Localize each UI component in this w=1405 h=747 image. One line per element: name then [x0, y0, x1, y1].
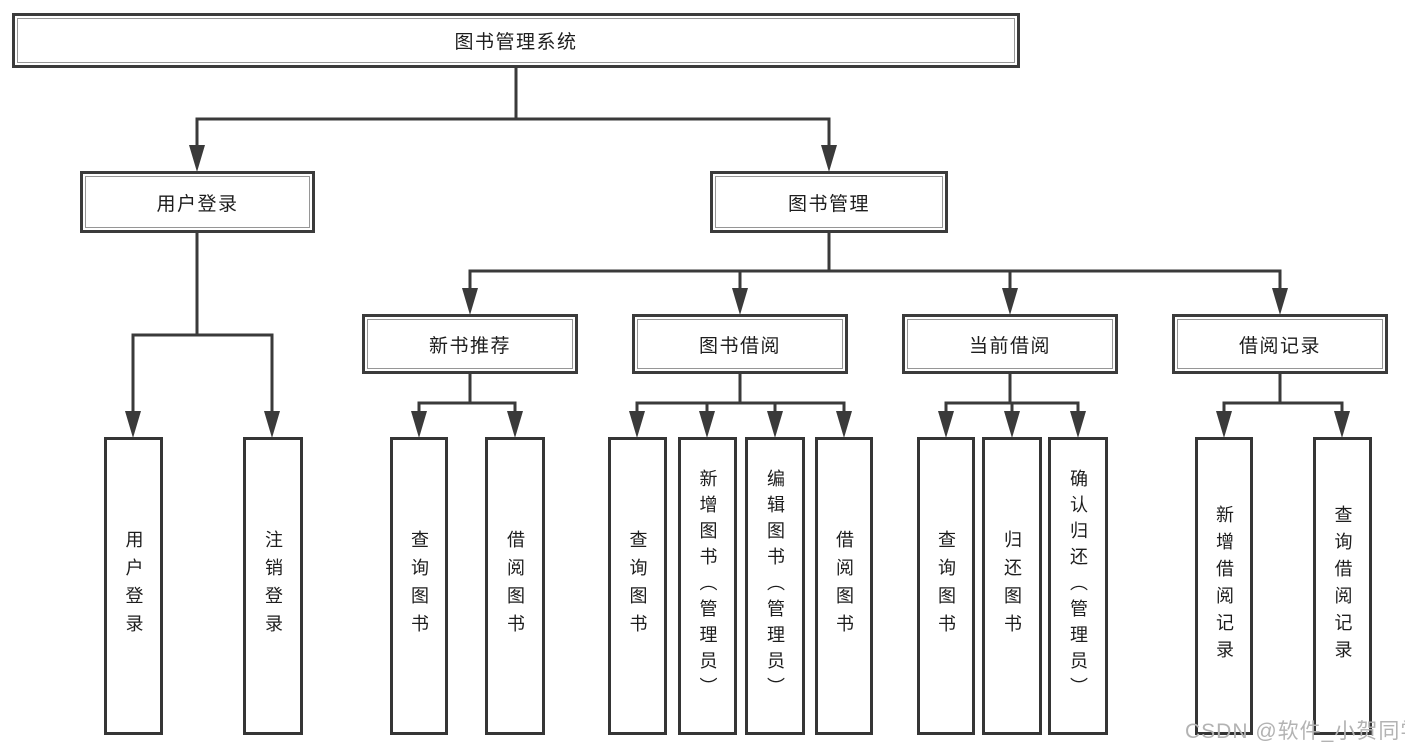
- watermark: CSDN @软件_小贺同学: [1185, 720, 1405, 743]
- node-borrow-records: 借阅记录: [1172, 314, 1388, 374]
- node-new-book-recommend: 新书推荐: [362, 314, 578, 374]
- leaf-br-query-record: 查询借阅记录: [1313, 437, 1372, 735]
- leaf-cb-return-books: 归还图书: [982, 437, 1042, 735]
- node-user-login: 用户登录: [80, 171, 315, 233]
- leaf-user-login: 用户登录: [104, 437, 163, 735]
- edge-bookmgmt-level3: [468, 233, 1282, 291]
- arrowheads: [125, 145, 1350, 438]
- leaf-bb-edit-books-admin: 编辑图书（管理员）: [745, 437, 805, 735]
- edge-bb-leaves: [635, 374, 846, 414]
- leaf-nbr-borrow-books: 借阅图书: [485, 437, 545, 735]
- leaf-bb-add-books-admin: 新增图书（管理员）: [678, 437, 737, 735]
- leaf-bb-query-books: 查询图书: [608, 437, 667, 735]
- leaf-br-add-record: 新增借阅记录: [1195, 437, 1253, 735]
- edge-nbr-leaves: [417, 374, 517, 414]
- node-book-borrow: 图书借阅: [632, 314, 848, 374]
- node-book-management: 图书管理: [710, 171, 948, 233]
- node-current-borrow: 当前借阅: [902, 314, 1118, 374]
- edge-root-level2: [195, 68, 831, 148]
- leaf-logout: 注销登录: [243, 437, 303, 735]
- edge-userlogin-leaves: [131, 233, 274, 414]
- edge-cb-leaves: [944, 374, 1080, 414]
- leaf-cb-confirm-return-admin: 确认归还（管理员）: [1048, 437, 1108, 735]
- node-root: 图书管理系统: [12, 13, 1020, 68]
- leaf-nbr-query-books: 查询图书: [390, 437, 448, 735]
- leaf-cb-query-books: 查询图书: [917, 437, 975, 735]
- edge-br-leaves: [1222, 374, 1344, 414]
- leaf-bb-borrow-books: 借阅图书: [815, 437, 873, 735]
